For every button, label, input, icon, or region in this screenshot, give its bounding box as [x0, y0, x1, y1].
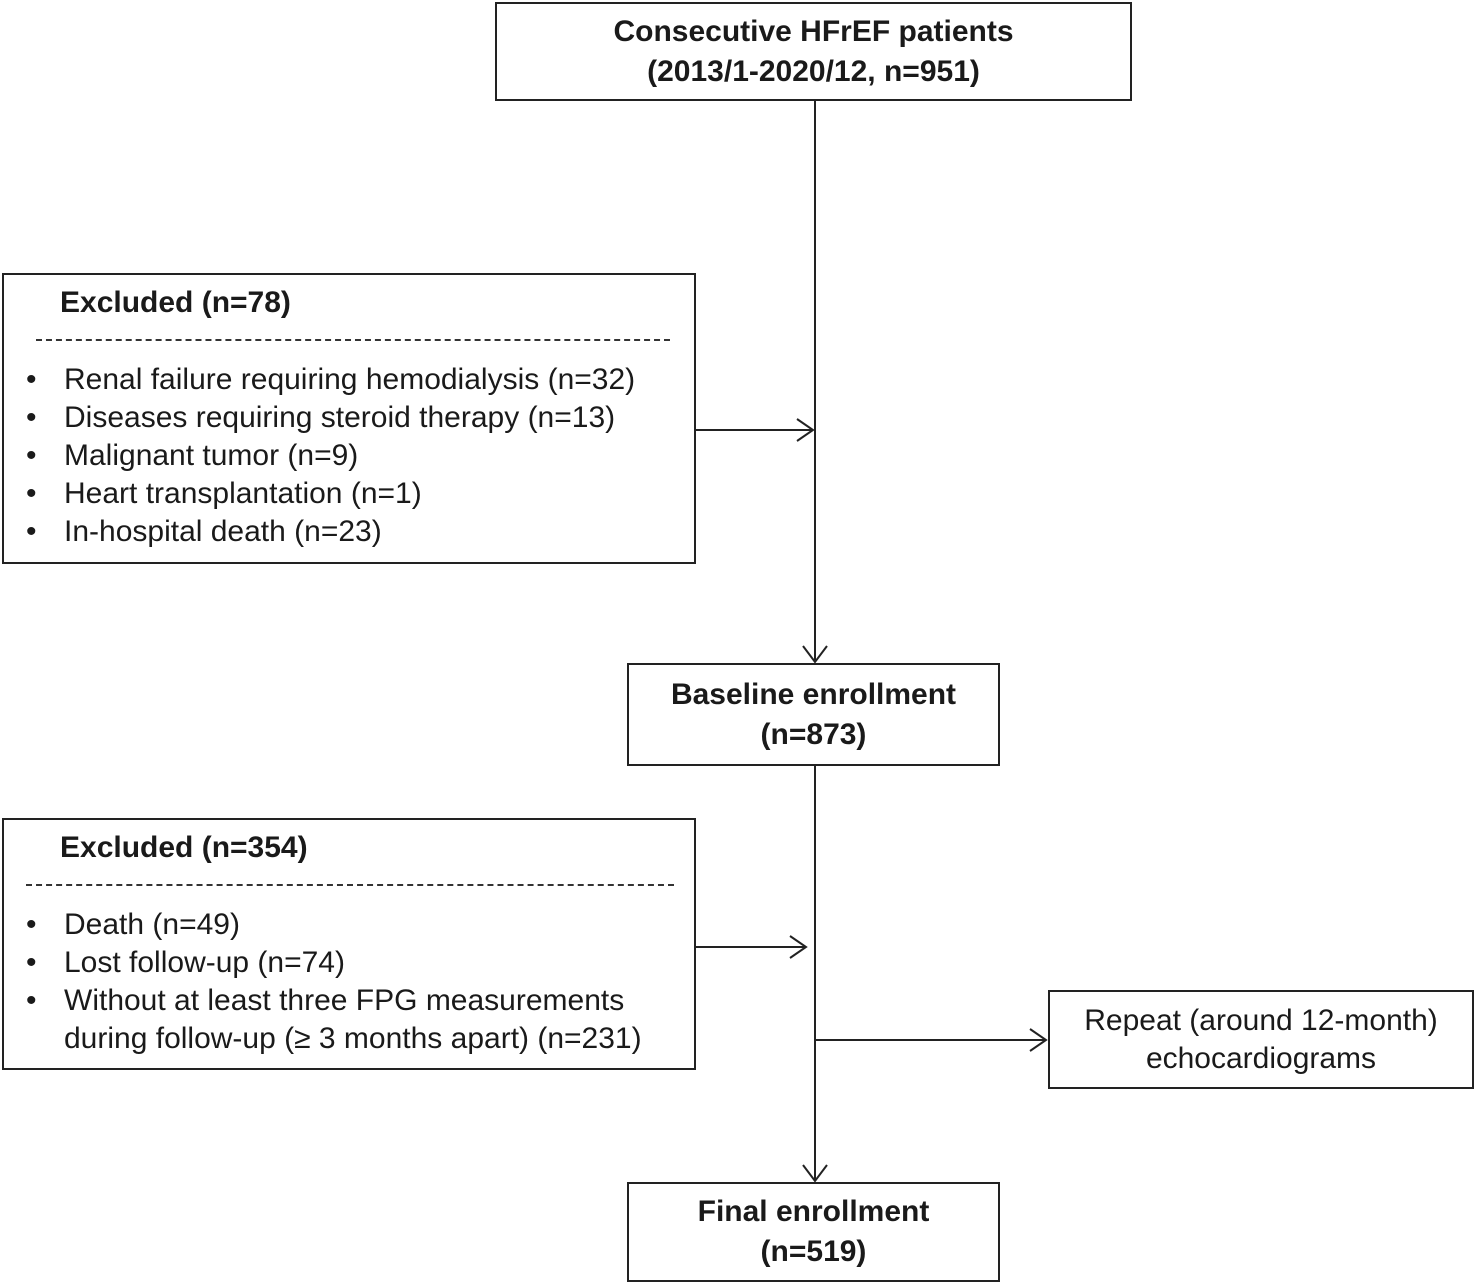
exclusion-box-1: Excluded (n=78) • Renal failure requiring…: [2, 273, 696, 564]
exclusion-1-divider: [36, 339, 670, 341]
list-item-text: Without at least three FPG measurements: [64, 984, 625, 1017]
list-item: • Death (n=49): [26, 906, 642, 944]
echo-box-line2: echocardiograms: [1145, 1041, 1377, 1075]
bullet-icon: •: [26, 477, 37, 510]
echo-box-line1: Repeat (around 12-month): [1084, 1003, 1438, 1037]
list-item-text: during follow-up (≥ 3 months apart) (n=2…: [64, 1022, 642, 1055]
list-item-text: In-hospital death (n=23): [64, 515, 382, 548]
bullet-icon: •: [26, 515, 37, 548]
baseline-box-line2: (n=873): [760, 717, 867, 751]
bullet-icon: •: [26, 946, 37, 979]
list-item-continuation: during follow-up (≥ 3 months apart) (n=2…: [26, 1020, 642, 1058]
top-box-line2: (2013/1-2020/12, n=951): [647, 54, 980, 88]
final-box-line2: (n=519): [760, 1235, 867, 1268]
list-item-text: Malignant tumor (n=9): [64, 439, 359, 472]
arrowhead-baseline: [802, 645, 828, 664]
list-item: • Heart transplantation (n=1): [26, 475, 635, 513]
list-item: • Malignant tumor (n=9): [26, 437, 635, 475]
list-item: • Diseases requiring steroid therapy (n=1…: [26, 399, 635, 437]
exclusion-2-list: • Death (n=49) • Lost follow-up (n=74) • Wi…: [26, 906, 642, 1058]
top-box: Consecutive HFrEF patients (2013/1-2020/…: [495, 2, 1132, 101]
exclusion-2-divider: [26, 884, 674, 886]
exclusion-1-list: • Renal failure requiring hemodialysis (n…: [26, 361, 635, 551]
exclusion-1-title: Excluded (n=78): [60, 286, 291, 319]
baseline-box-line1: Baseline enrollment: [670, 677, 957, 711]
bullet-icon: •: [26, 401, 37, 434]
bullet-icon: •: [26, 984, 37, 1017]
arrowhead-echo: [1029, 1028, 1048, 1052]
top-box-line1: Consecutive HFrEF patients: [613, 14, 1014, 48]
list-item-text: Heart transplantation (n=1): [64, 477, 422, 510]
arrowhead-exclusion-1: [796, 418, 815, 442]
exclusion-2-title: Excluded (n=354): [60, 831, 308, 864]
final-box-line1: Final enrollment: [697, 1195, 930, 1228]
arrowhead-final: [802, 1164, 828, 1183]
exclusion-box-2: Excluded (n=354) • Death (n=49) • Lost fol…: [2, 818, 696, 1070]
bullet-icon: •: [26, 363, 37, 396]
final-box: Final enrollment (n=519): [627, 1182, 1000, 1282]
list-item: • Lost follow-up (n=74): [26, 944, 642, 982]
list-item-text: Death (n=49): [64, 908, 240, 941]
list-item: • In-hospital death (n=23): [26, 513, 635, 551]
list-item: • Renal failure requiring hemodialysis (n…: [26, 361, 635, 399]
echo-box: Repeat (around 12-month) echocardiograms: [1048, 990, 1474, 1089]
arrowhead-exclusion-2: [789, 935, 808, 959]
list-item-text: Renal failure requiring hemodialysis (n=…: [64, 363, 636, 396]
bullet-icon: •: [26, 908, 37, 941]
baseline-box: Baseline enrollment (n=873): [627, 663, 1000, 766]
list-item-text: Lost follow-up (n=74): [64, 946, 345, 979]
bullet-icon: •: [26, 439, 37, 472]
list-item: • Without at least three FPG measurements: [26, 982, 642, 1020]
list-item-text: Diseases requiring steroid therapy (n=13…: [64, 401, 616, 434]
